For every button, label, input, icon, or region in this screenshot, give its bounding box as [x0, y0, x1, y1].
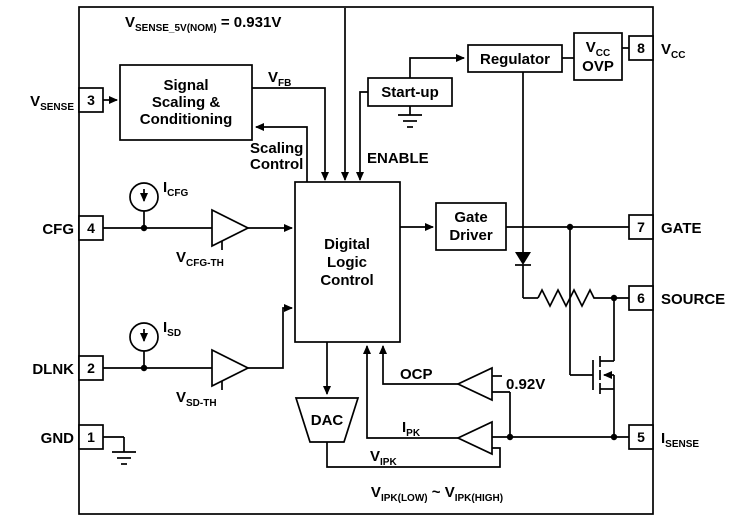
label-scaling-control: Scaling: [250, 140, 303, 157]
label-isd: ISD: [163, 319, 181, 339]
pin-1-gnd: 1 GND: [41, 424, 104, 450]
label-vfb: VFB: [268, 69, 291, 89]
comparator-ocp: [456, 366, 493, 402]
pin-number: 8: [637, 40, 645, 56]
resistor-symbol: [537, 288, 598, 308]
block-label: Scaling &: [152, 94, 221, 111]
ic-boundary: [78, 6, 654, 515]
junction-dots: [140, 223, 618, 441]
block-label: Driver: [449, 227, 493, 244]
label-ocp: OCP: [400, 366, 433, 383]
block-label: OVP: [582, 58, 614, 75]
note-vsense-nominal: VSENSE_5V(NOM) = 0.931V: [125, 14, 281, 34]
block-signal-scaling: Signal Scaling & Conditioning: [119, 64, 253, 141]
pin-number: 5: [637, 429, 645, 445]
pin-label: ISENSE: [661, 430, 699, 450]
block-dac: DAC: [294, 397, 360, 443]
pin-label: VSENSE: [30, 93, 74, 113]
block-label: Control: [320, 272, 373, 289]
label-vipk-range: VIPK(LOW) ~ VIPK(HIGH): [371, 484, 503, 504]
pin-label: DLNK: [32, 361, 74, 378]
pin-number: 3: [87, 92, 95, 108]
current-source-isd: [129, 322, 159, 352]
block-label: Conditioning: [140, 111, 232, 128]
block-label: Logic: [327, 254, 367, 271]
label-icfg: ICFG: [163, 179, 189, 199]
block-label: Digital: [324, 236, 370, 253]
block-startup: Start-up: [367, 77, 453, 107]
pin-7-gate: 7 GATE: [628, 214, 702, 240]
pin-6-source: 6 SOURCE: [628, 285, 725, 311]
block-label: Regulator: [480, 51, 550, 68]
pin-number: 4: [87, 220, 95, 236]
pin-label: SOURCE: [661, 291, 725, 308]
block-label: Signal: [163, 77, 208, 94]
pin-label: CFG: [42, 221, 74, 238]
comparator-cfg: [211, 208, 250, 250]
pin-3-vsense: 3 VSENSE: [30, 87, 104, 113]
pin-number: 6: [637, 290, 645, 306]
block-label: Start-up: [381, 84, 439, 101]
block-label: VCC: [586, 39, 610, 59]
block-label: DAC: [311, 412, 344, 429]
block-regulator: Regulator: [467, 44, 563, 73]
block-vcc-ovp: VCC OVP: [573, 32, 623, 81]
pin-number: 7: [637, 219, 645, 235]
pin-8-vcc: 8 VCC: [628, 35, 685, 61]
pin-2-dlnk: 2 DLNK: [32, 355, 104, 381]
diode-symbol: [515, 252, 531, 266]
block-digital-logic-control: Digital Logic Control: [294, 181, 401, 343]
pin-label: GND: [41, 430, 75, 447]
label-092v: 0.92V: [506, 376, 545, 393]
label-scaling-control: Control: [250, 156, 303, 173]
pin-number: 2: [87, 360, 95, 376]
pin-label: VCC: [661, 41, 685, 61]
pin-number: 1: [87, 429, 95, 445]
mosfet-symbol: [592, 298, 615, 437]
current-source-icfg: [129, 182, 159, 212]
label-vcfg-th: VCFG-TH: [176, 249, 224, 269]
pin-4-cfg: 4 CFG: [42, 215, 104, 241]
pin-5-isense: 5 ISENSE: [628, 424, 699, 450]
ground-symbol-startup: [398, 106, 422, 128]
block-label: Gate: [454, 209, 487, 226]
label-vipk: VIPK: [370, 448, 397, 468]
label-ipk: IPK: [402, 419, 421, 439]
comparator-ipk: [456, 420, 493, 456]
wires: [103, 8, 629, 468]
block-gate-driver: Gate Driver: [435, 202, 507, 251]
label-enable: ENABLE: [367, 150, 429, 167]
comparator-sd: [211, 348, 250, 390]
ground-symbol-gnd-pin: [112, 451, 136, 465]
pin-label: GATE: [661, 220, 702, 237]
label-vsd-th: VSD-TH: [176, 389, 217, 409]
